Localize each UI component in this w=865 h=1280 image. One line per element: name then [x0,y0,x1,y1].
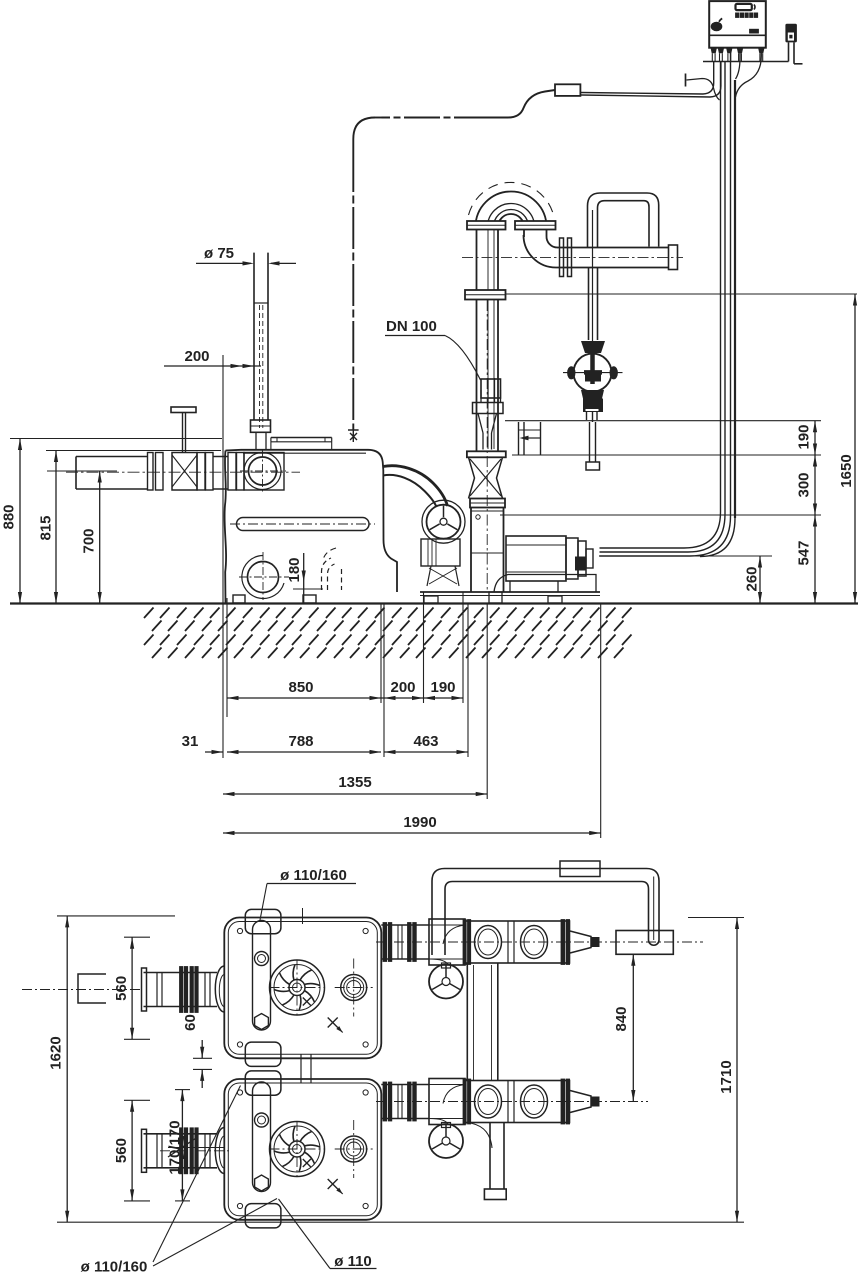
svg-text:300: 300 [796,472,813,497]
svg-text:547: 547 [796,540,813,565]
svg-text:560: 560 [113,1138,130,1163]
svg-text:170/170: 170/170 [167,1120,184,1174]
svg-text:60: 60 [182,1014,199,1031]
svg-text:1650: 1650 [838,454,855,487]
svg-text:DN 100: DN 100 [386,318,437,335]
svg-text:560: 560 [113,976,130,1001]
svg-text:ø 110/160: ø 110/160 [81,1259,148,1276]
svg-text:180: 180 [286,557,303,582]
svg-text:788: 788 [288,733,313,750]
svg-text:850: 850 [288,679,313,696]
svg-text:1355: 1355 [338,774,371,791]
svg-text:1990: 1990 [403,814,436,831]
svg-text:260: 260 [744,566,761,591]
svg-text:ø 75: ø 75 [204,245,234,262]
svg-text:840: 840 [613,1006,630,1031]
svg-text:200: 200 [184,348,209,365]
svg-text:815: 815 [38,515,55,540]
svg-text:880: 880 [1,504,18,529]
svg-text:1620: 1620 [48,1036,65,1069]
svg-text:463: 463 [413,733,438,750]
svg-text:1710: 1710 [718,1060,735,1093]
svg-text:31: 31 [182,733,199,750]
svg-text:700: 700 [81,528,98,553]
svg-text:200: 200 [390,679,415,696]
svg-text:190: 190 [430,679,455,696]
svg-text:ø 110/160: ø 110/160 [280,867,347,884]
svg-text:190: 190 [796,424,813,449]
svg-text:ø 110: ø 110 [334,1253,372,1270]
